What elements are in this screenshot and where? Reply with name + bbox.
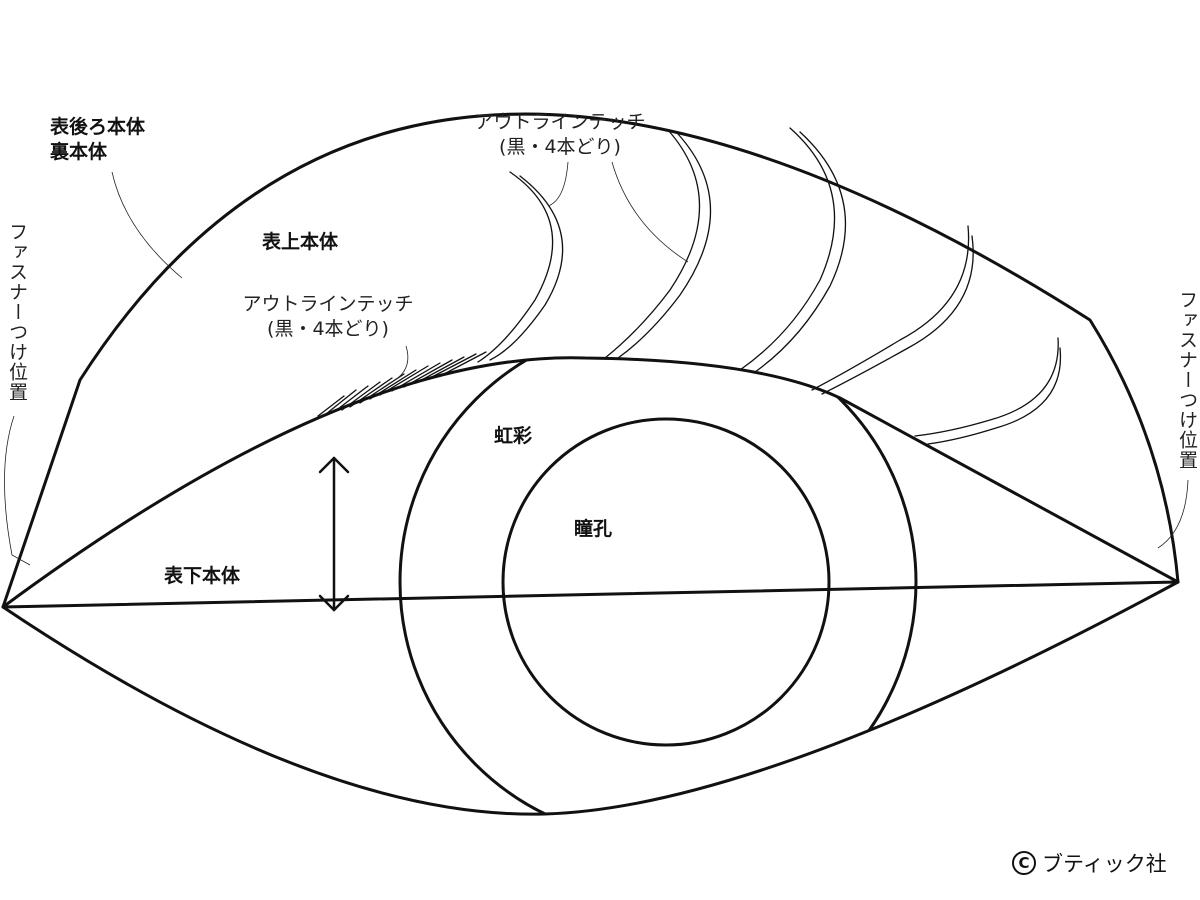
leader-zipper-left xyxy=(4,415,31,566)
eyelash-4-inner xyxy=(821,235,974,395)
eyelash-1-inner xyxy=(489,175,564,361)
label-iris: 虹彩 xyxy=(494,425,533,447)
label-zipper-right: ファスナーつけ位置 xyxy=(1176,290,1198,470)
lower-eyelid-line xyxy=(1,580,1180,816)
eyelashes xyxy=(477,127,1062,445)
eyelash-3 xyxy=(739,127,836,371)
eyelash-3-inner xyxy=(754,131,847,373)
pupil-circle xyxy=(501,417,831,747)
copyright-text: ブティック社 xyxy=(1042,852,1167,876)
label-pupil: 瞳孔 xyxy=(574,518,613,540)
height-arrow xyxy=(318,456,350,612)
label-back-body: 表後ろ本体 裏本体 xyxy=(50,115,145,165)
label-outline-stitch-mid: アウトラインテッチ (黒・4本どり) xyxy=(234,292,422,342)
eyelid-hatching xyxy=(317,351,487,417)
copyright-notice: C ブティック社 xyxy=(1012,848,1167,878)
label-outline-stitch-mid-line1: アウトラインテッチ xyxy=(242,293,414,315)
leader-zipper-right xyxy=(1157,479,1189,549)
copyright-icon: C xyxy=(1012,851,1036,875)
label-upper-body: 表上本体 xyxy=(262,231,339,253)
label-outline-stitch-top: アウトラインテッチ (黒・4本どり) xyxy=(466,110,654,160)
leader-outline-top-1 xyxy=(547,161,569,207)
label-back-body-line1: 表後ろ本体 xyxy=(50,116,146,138)
leader-outline-mid xyxy=(387,345,409,385)
label-back-body-line2: 裏本体 xyxy=(50,141,108,163)
leader-lines xyxy=(4,161,1189,566)
iris-circle xyxy=(398,357,918,815)
outer-body-outline xyxy=(1,112,1180,609)
label-outline-stitch-top-line1: アウトラインテッチ xyxy=(474,111,646,133)
eyelash-5 xyxy=(914,337,1059,437)
label-outline-stitch-top-line2: (黒・4本どり) xyxy=(499,136,621,158)
label-lower-body: 表下本体 xyxy=(164,565,241,587)
label-outline-stitch-mid-line2: (黒・4本どり) xyxy=(267,318,389,340)
leader-outline-top-2 xyxy=(611,161,689,263)
eyelash-4 xyxy=(811,225,970,391)
label-zipper-left: ファスナーつけ位置 xyxy=(6,222,28,402)
eyelash-2-inner xyxy=(617,133,712,359)
leader-back-body xyxy=(111,171,183,279)
eyelash-1 xyxy=(477,171,554,363)
eyelash-5-inner xyxy=(927,347,1062,445)
eyelash-2 xyxy=(604,129,701,359)
